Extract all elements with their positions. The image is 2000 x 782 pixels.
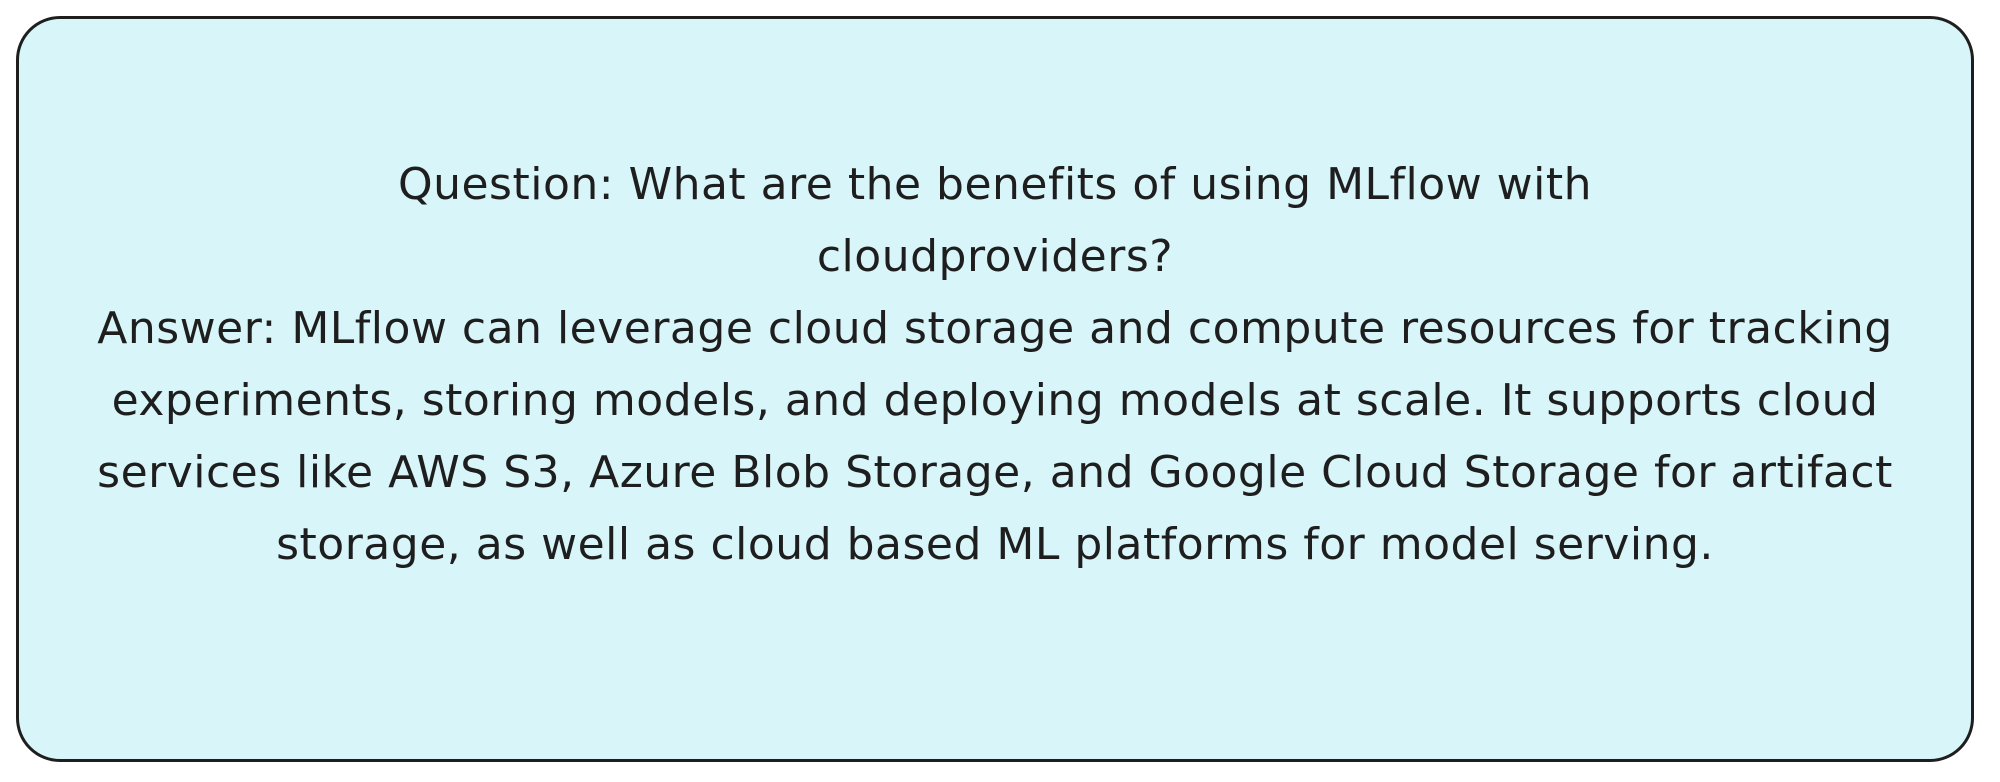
- question-text: Question: What are the benefits of using…: [397, 159, 1593, 282]
- qa-card: Question: What are the benefits of using…: [16, 16, 1974, 762]
- qa-content: Question: What are the benefits of using…: [19, 149, 1971, 581]
- answer-text: Answer: MLflow can leverage cloud storag…: [97, 303, 1893, 570]
